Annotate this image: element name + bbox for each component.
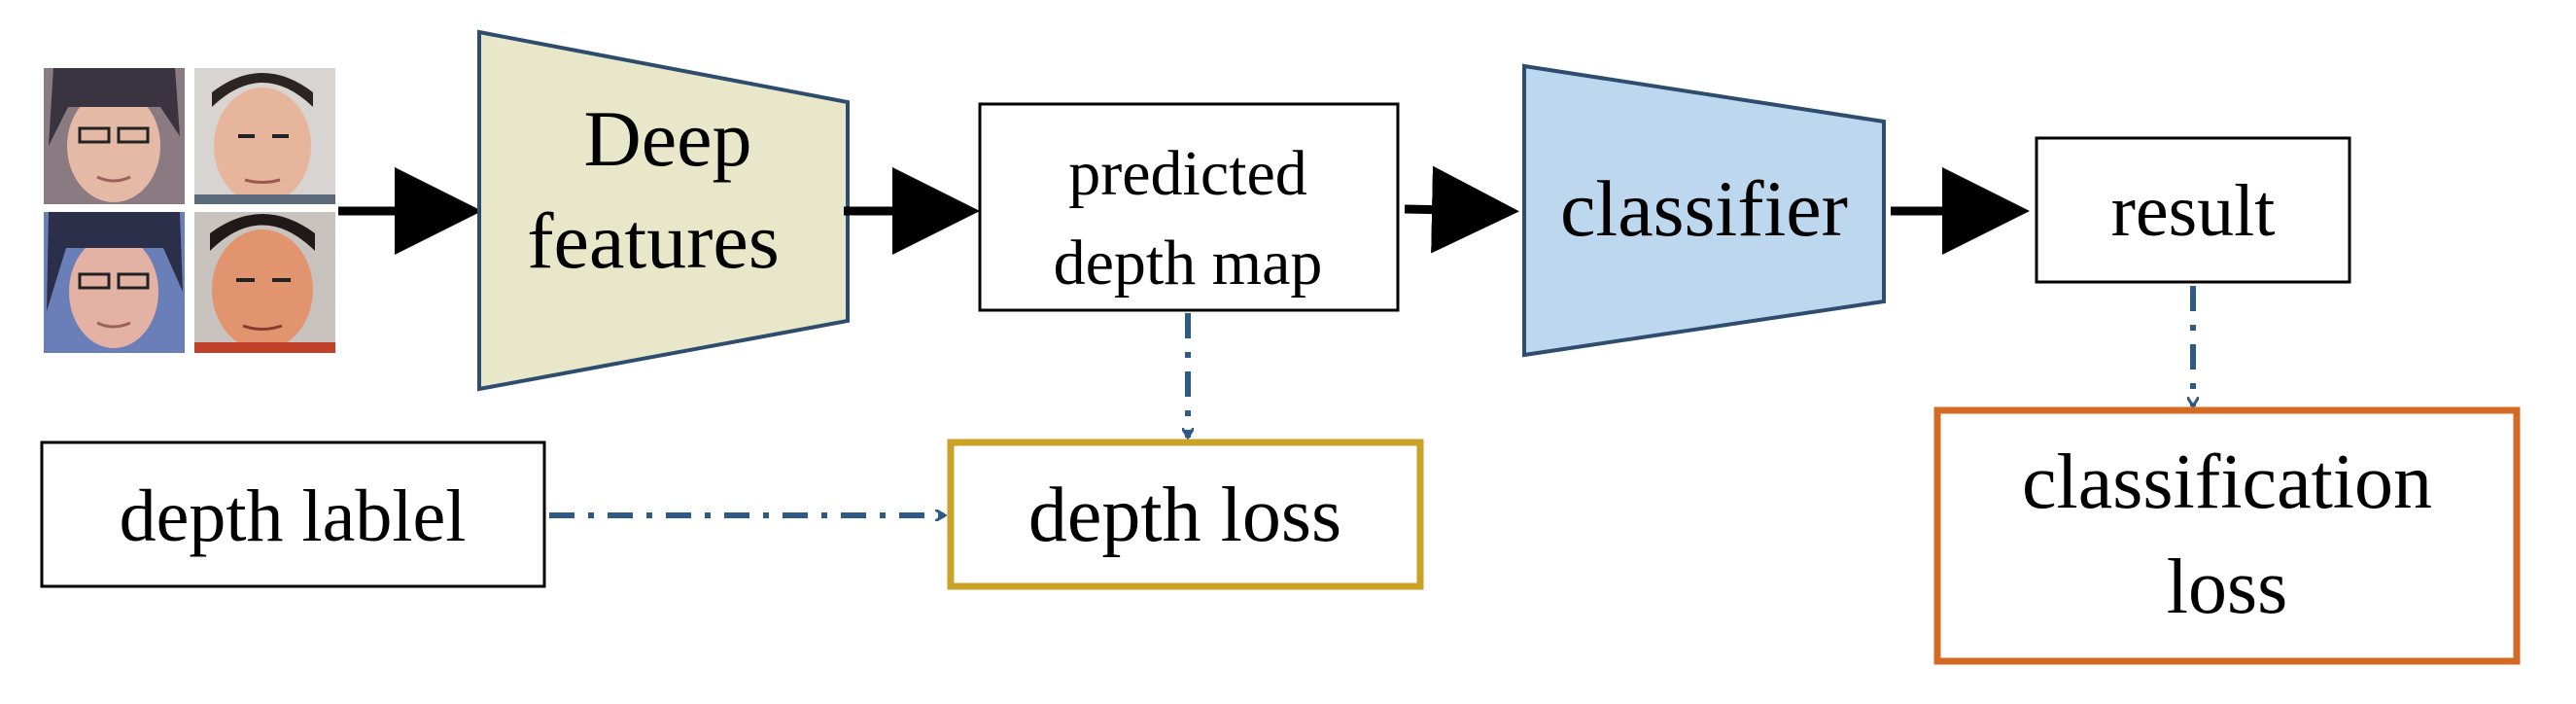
classification-loss-block: classification loss [1933, 406, 2521, 665]
arrow-depthmap-to-classifier [1404, 165, 1519, 254]
deep-features-label-line1: Deep [583, 94, 751, 183]
deep-features-trapezoid [477, 29, 850, 392]
deep-features-label-line2: features [527, 196, 780, 285]
classification-loss-box [1933, 406, 2521, 665]
face-image-top-left [44, 68, 185, 204]
face-image-top-right [194, 68, 335, 204]
input-face-images [44, 68, 335, 353]
result-box [2035, 136, 2351, 284]
classifier-trapezoid [1522, 63, 1886, 358]
depth-loss-block: depth loss [947, 439, 1424, 590]
depth-label-block: depth lablel [40, 440, 546, 588]
result-block: result [2035, 136, 2351, 284]
classifier-label: classifier [1560, 164, 1848, 253]
depth-loss-box [947, 439, 1424, 590]
classification-loss-label-line1: classification [2022, 440, 2432, 525]
depth-loss-label: depth loss [1028, 473, 1341, 558]
classifier-block: classifier [1522, 63, 1886, 358]
predicted-depth-map-box [978, 102, 1400, 312]
face-image-bottom-right [194, 212, 335, 353]
depth-label-text: depth lablel [120, 475, 467, 557]
deep-features-block: Deep features [477, 29, 850, 392]
result-label: result [2111, 170, 2276, 252]
depth-label-box [40, 440, 546, 588]
classification-loss-label-line2: loss [2167, 545, 2288, 630]
predicted-depth-map-label-line1: predicted [1068, 138, 1307, 209]
face-image-bottom-left [44, 212, 185, 353]
predicted-depth-map-block: predicted depth map [978, 102, 1400, 312]
predicted-depth-map-label-line2: depth map [1054, 228, 1323, 299]
